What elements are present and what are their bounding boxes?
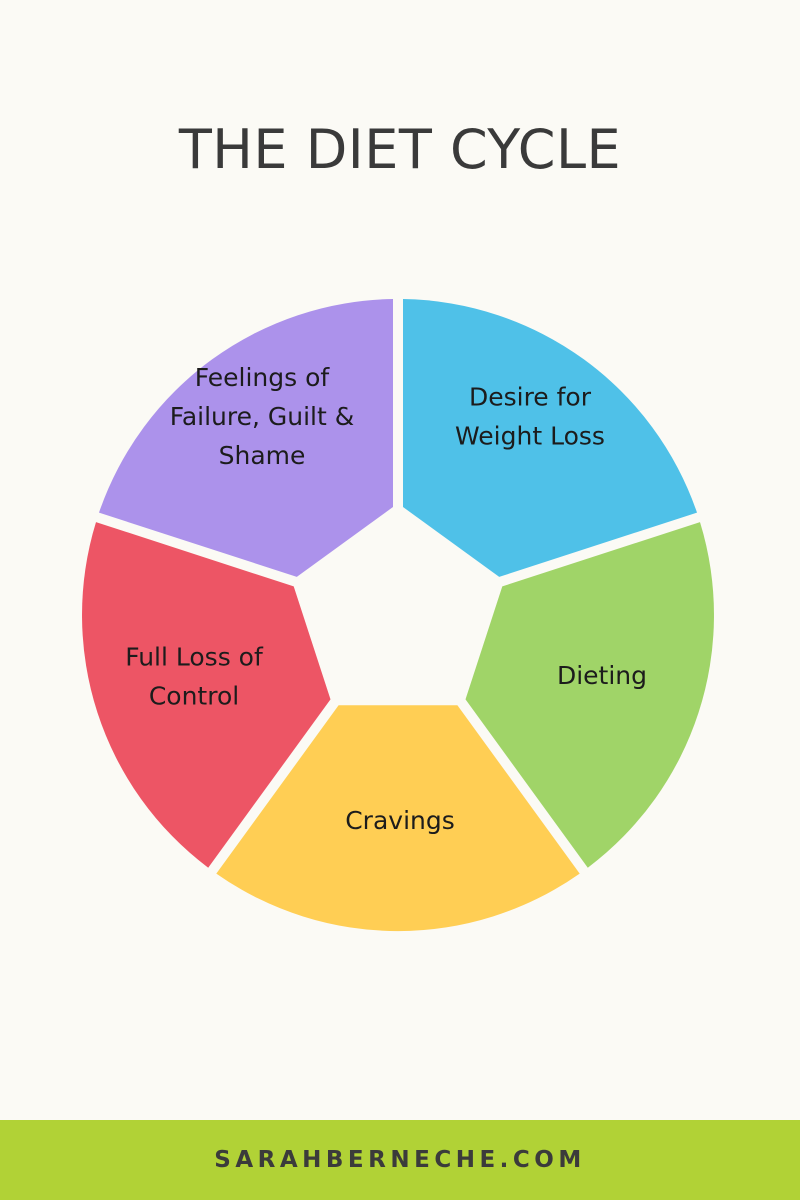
segment-cravings: [216, 705, 580, 932]
segment-label-line: Cravings: [345, 806, 455, 835]
segment-label-line: Full Loss of: [125, 643, 264, 672]
segment-label-line: Failure, Guilt &: [170, 402, 355, 431]
segment-label-line: Shame: [219, 441, 306, 470]
website-link[interactable]: SARAHBERNECHE.COM: [214, 1147, 586, 1173]
footer-banner: SARAHBERNECHE.COM: [0, 1120, 800, 1200]
segment-label-line: Dieting: [557, 661, 647, 690]
segment-label-line: Weight Loss: [455, 422, 605, 451]
segment-desire: [403, 299, 697, 577]
segment-label-line: Desire for: [469, 383, 592, 412]
segment-label-loss-of-control: Full Loss of Control: [125, 643, 264, 711]
segment-label-dieting: Dieting: [557, 661, 647, 690]
segment-loss-of-control: [82, 522, 331, 868]
segment-label-line: Control: [149, 682, 239, 711]
segment-label-cravings: Cravings: [345, 806, 455, 835]
page-title: THE DIET CYCLE: [178, 118, 622, 181]
segment-dieting: [465, 522, 714, 868]
segment-feelings: [99, 299, 393, 577]
segment-label-line: Feelings of: [195, 363, 331, 392]
segment-label-feelings: Feelings of Failure, Guilt & Shame: [170, 363, 355, 470]
